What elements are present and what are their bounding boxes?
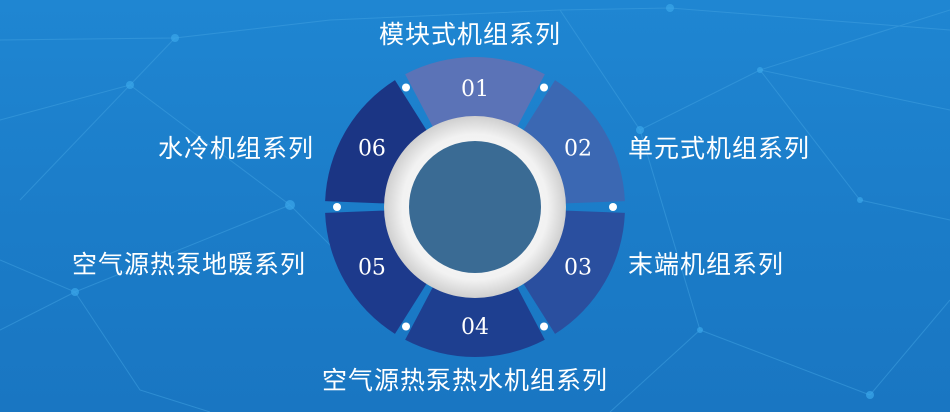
- segment-number-05: 05: [358, 256, 386, 281]
- ring-segment-05: [325, 210, 429, 334]
- segment-number-03: 03: [564, 256, 592, 281]
- segment-label-04: 空气源热泵热水机组系列: [322, 366, 609, 395]
- ring-segment-01: [405, 57, 545, 130]
- ring-segment-04: [405, 284, 545, 357]
- segment-number-02: 02: [564, 137, 592, 162]
- segment-divider-notch: [333, 203, 341, 211]
- ring-segment-03: [521, 210, 625, 334]
- segment-divider-notch: [402, 83, 410, 92]
- segment-number-06: 06: [358, 137, 386, 162]
- segment-number-04: 04: [461, 315, 489, 340]
- segment-label-02: 单元式机组系列: [628, 134, 811, 163]
- segment-label-03: 末端机组系列: [628, 250, 785, 279]
- segment-divider-notch: [540, 83, 548, 92]
- segment-label-05: 空气源热泵地暖系列: [72, 250, 307, 279]
- segment-label-01: 模块式机组系列: [379, 20, 562, 49]
- ring-segment-06: [325, 80, 429, 204]
- segment-number-01: 01: [461, 77, 489, 102]
- ring-segment-02: [521, 80, 625, 204]
- segment-divider-notch: [540, 322, 548, 331]
- segment-divider-notch: [609, 203, 617, 211]
- center-disc: [409, 141, 541, 273]
- segment-label-06: 水冷机组系列: [158, 134, 315, 163]
- segment-divider-notch: [402, 322, 410, 331]
